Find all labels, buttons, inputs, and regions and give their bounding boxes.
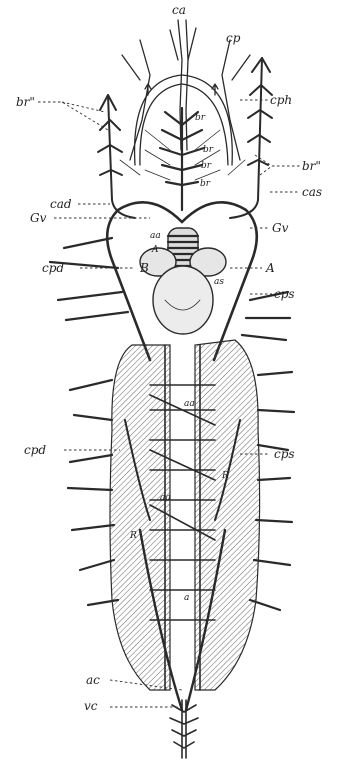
label-cps-mid: cps — [274, 447, 295, 461]
label-ac: ac — [86, 673, 100, 687]
label-b: B — [139, 261, 149, 275]
label-br-4: br — [200, 179, 211, 189]
label-a-left: A — [151, 245, 159, 255]
tail-vessels — [170, 700, 198, 758]
lateral-gill-right — [230, 58, 272, 218]
label-br-3: br — [201, 161, 212, 171]
label-gv-right: Gv — [272, 221, 289, 235]
label-cpd-mid: cpd — [24, 443, 46, 457]
label-a-right: A — [265, 261, 275, 275]
label-as: as — [214, 277, 224, 287]
label-aa-top: aa — [150, 231, 161, 241]
label-cp: cp — [226, 31, 241, 45]
label-cph: cph — [270, 93, 292, 107]
label-aa-mid: aa — [184, 399, 195, 409]
label-cad: cad — [50, 197, 72, 211]
label-r-right: R — [221, 471, 229, 481]
label-gv-left: Gv — [30, 211, 47, 225]
label-br-right: br" — [302, 159, 321, 173]
label-cpd-top: cpd — [42, 261, 64, 275]
label-cps-top: cps — [274, 287, 295, 301]
label-vc: vc — [84, 699, 98, 713]
central-gill — [160, 108, 204, 210]
body-lobes — [110, 340, 260, 690]
label-aa-low: aa — [160, 493, 171, 503]
label-br-2: br — [203, 145, 214, 155]
label-a: a — [184, 593, 189, 603]
label-cas: cas — [302, 185, 322, 199]
label-br-1: br — [195, 113, 206, 123]
heart-region — [107, 202, 257, 360]
label-r-left: R — [129, 531, 137, 541]
label-br-left: br" — [16, 95, 35, 109]
label-ca: ca — [172, 3, 186, 17]
lateral-gill-left — [98, 95, 135, 218]
